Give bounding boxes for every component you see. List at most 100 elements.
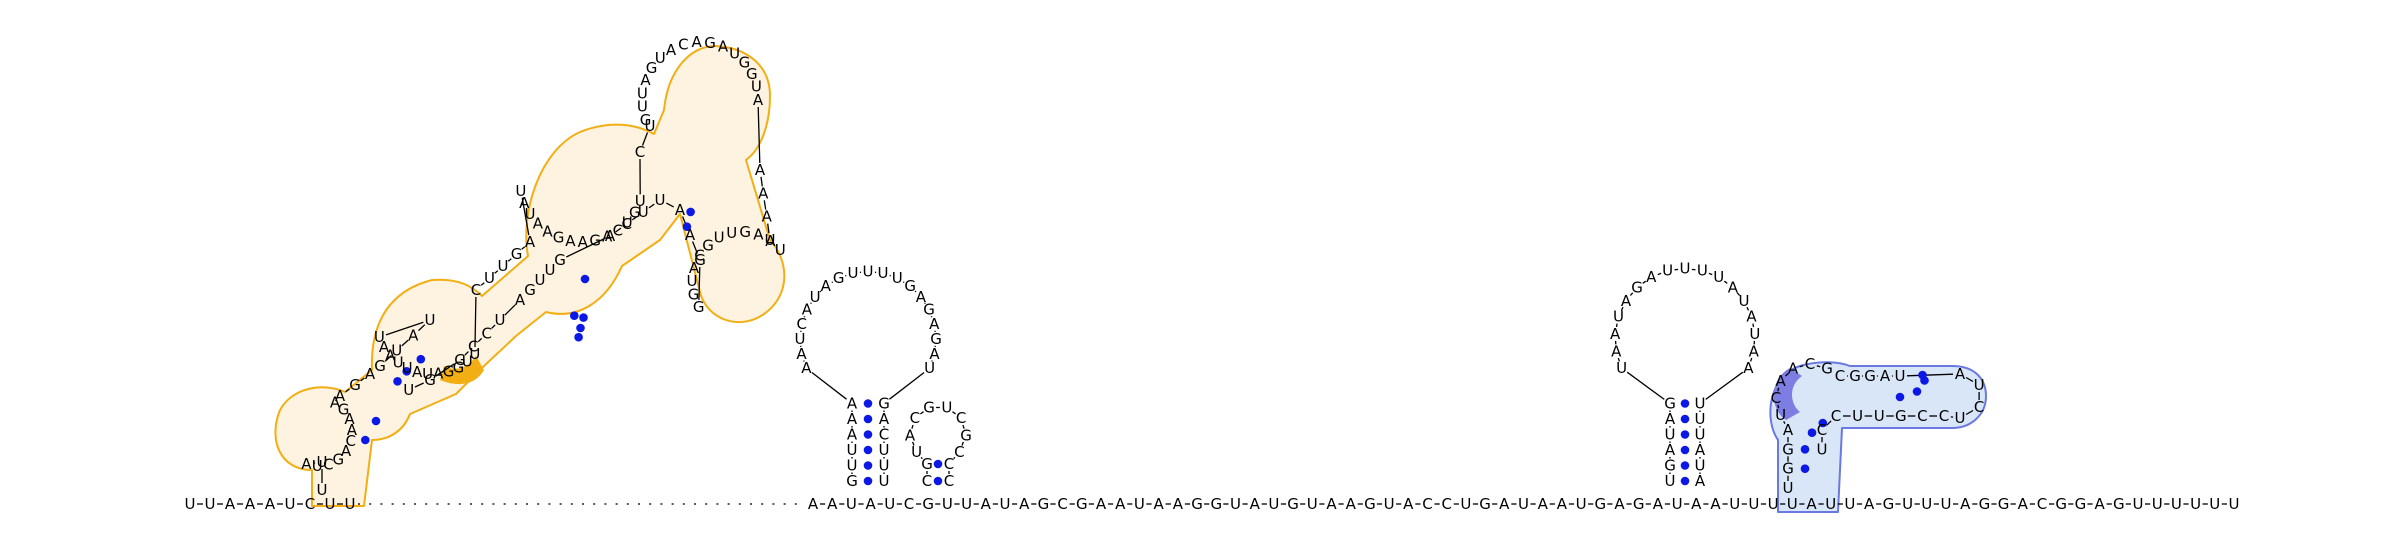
backbone-link [1965, 409, 1974, 416]
domain-2-nucleotide: A [1783, 421, 1794, 439]
domain-1-nucleotide: U [726, 224, 737, 242]
backbone-link [757, 106, 761, 164]
hairpin-4-loop: U [1662, 262, 1673, 280]
domain-1-nucleotide: A [433, 365, 444, 383]
domain-1-nucleotide: G [589, 232, 601, 250]
domain-1-nucleotide: U [622, 213, 633, 231]
domain-1-nucleotide: U [765, 231, 776, 249]
hairpin-4-loop: U [1680, 260, 1691, 278]
domain-1-nucleotide: A [762, 208, 773, 226]
backbone-link [631, 215, 639, 221]
domain-1-nucleotide: A [765, 232, 776, 250]
backbone-link [1752, 323, 1755, 328]
base-pair-dot [570, 311, 579, 321]
domain-1-nucleotide: A [689, 259, 700, 277]
domain-1-nucleotide: U [425, 311, 436, 329]
backbone-link [435, 363, 455, 377]
backbone-nucleotide: A [1346, 495, 1357, 513]
domain-1-nucleotide: U [751, 78, 762, 96]
backbone-nucleotide: U [1134, 495, 1145, 513]
backbone-nucleotide: G [1479, 495, 1491, 513]
domain-1-nucleotide: U [317, 453, 328, 471]
backbone-nucleotide: A [1019, 495, 1030, 513]
hairpin-2-loop: U [863, 263, 874, 281]
backbone-nucleotide: G [1038, 495, 1050, 513]
base-pair-dot [574, 332, 583, 342]
domain-2-nucleotide: A [1775, 372, 1786, 390]
hairpin-4-stem: U [1665, 426, 1676, 444]
domain-1-nucleotide: C [346, 432, 356, 450]
backbone-nucleotide: A [2094, 495, 2105, 513]
domain-2-nucleotide: C [1835, 367, 1845, 385]
domain-1-nucleotide: A [412, 363, 423, 381]
backbone-nucleotide: U [185, 495, 196, 513]
hairpin-2-loop: U [924, 359, 935, 377]
backbone-nucleotide: U [285, 495, 296, 513]
hairpin-2-stem: A [879, 410, 890, 428]
backbone-link [1620, 306, 1624, 311]
domain-1-nucleotide: G [693, 298, 705, 316]
domain-1-nucleotide: A [365, 365, 376, 383]
domain-1-nucleotide: U [462, 353, 473, 371]
backbone-nucleotide: A [1864, 495, 1875, 513]
backbone-nucleotide: U [2133, 495, 2144, 513]
backbone-nucleotide: U [1729, 495, 1740, 513]
hairpin-4-stem: U [1695, 457, 1706, 475]
domain-1-nucleotide: U [687, 272, 698, 290]
backbone-nucleotide: U [2229, 495, 2240, 513]
domain-1-nucleotide: A [640, 71, 651, 89]
hairpin-2-stem: A [847, 426, 858, 444]
backbone-nucleotide: G [1979, 495, 1991, 513]
domain-1-nucleotide: G [629, 203, 641, 221]
backbone-nucleotide: G [2055, 495, 2067, 513]
backbone-nucleotide: U [1672, 495, 1683, 513]
domain-1-nucleotide: A [533, 215, 544, 233]
hairpin-2-loop: A [801, 359, 812, 377]
domain-1-nucleotide: G [374, 357, 386, 375]
hairpin-4-loop: A [1743, 359, 1754, 377]
backbone-nucleotide: A [1326, 495, 1337, 513]
hairpin-4-loop: A [1728, 278, 1739, 296]
backbone-nucleotide: U [2209, 495, 2220, 513]
domain-2-nucleotide: G [1895, 407, 1907, 425]
domain-1-nucleotide: U [402, 359, 413, 377]
domain-1-nucleotide: A [755, 161, 766, 179]
backbone-link [1617, 357, 1621, 362]
backbone-link [952, 411, 956, 415]
hairpin-2-loop: U [848, 264, 859, 282]
backbone-link [1626, 371, 1665, 400]
domain-2-nucleotide: G [1782, 460, 1794, 478]
domain-1-nucleotide: A [347, 421, 358, 439]
backbone-nucleotide: U [1268, 495, 1279, 513]
domain-1-nucleotide: U [498, 257, 509, 275]
backbone-nucleotide: A [1115, 495, 1126, 513]
domain-1-nucleotide: U [535, 271, 546, 289]
domain-1-nucleotide: U [391, 342, 402, 360]
domain-1-nucleotide: A [675, 201, 686, 219]
backbone-nucleotide: U [1576, 495, 1587, 513]
domain-1-nucleotide: U [469, 345, 480, 363]
base-pair-dot [863, 430, 873, 439]
domain-1-nucleotide: A [753, 91, 764, 109]
hairpin-2-stem: A [847, 410, 858, 428]
domain-1-nucleotide: U [638, 203, 649, 221]
backbone-link [1785, 373, 1789, 377]
hairpin-4-stem: U [1695, 426, 1706, 444]
backbone-nucleotide: A [1250, 495, 1261, 513]
backbone-link [1777, 387, 1780, 392]
backbone-nucleotide: A [1691, 495, 1702, 513]
backbone-links [197, 106, 2227, 505]
backbone-nucleotide: C [305, 495, 315, 513]
hairpin-2-stem: A [847, 395, 858, 413]
domain-1-nucleotide: U [545, 261, 556, 279]
domain-1-nucleotide: G [511, 245, 523, 263]
backbone-link [1708, 272, 1713, 276]
hairpin-4-loop: U [1613, 308, 1624, 326]
domain-1-nucleotide: A [565, 232, 576, 250]
base-pair-dot [1680, 430, 1690, 439]
hairpin-4-stem: A [1665, 410, 1676, 428]
backbone-link [1816, 365, 1821, 368]
hairpin-2-loop: A [916, 288, 927, 306]
backbone-link [902, 281, 905, 284]
base-pair-dot [1800, 445, 1810, 454]
